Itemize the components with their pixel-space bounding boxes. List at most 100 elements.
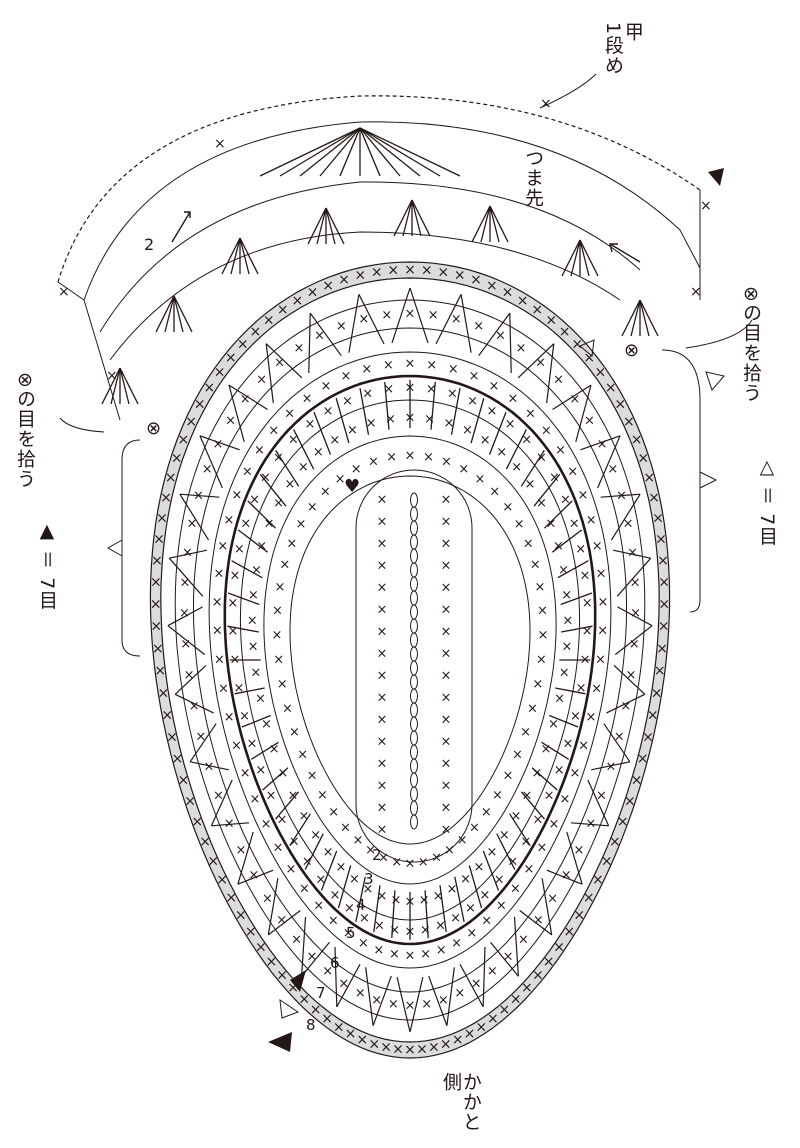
band-stitch: × <box>404 262 416 278</box>
band-stitch: × <box>277 302 289 318</box>
round-stitch: × <box>495 329 506 344</box>
right-count: 7目 <box>755 513 778 547</box>
round-stitch: × <box>299 809 310 824</box>
foundation-stitch: × <box>441 603 452 618</box>
crossed-stitch <box>517 343 555 379</box>
round-stitch: × <box>545 517 556 532</box>
double-crochet-stitch <box>231 560 263 579</box>
round-stitch: × <box>328 805 339 820</box>
round-stitch: × <box>492 788 503 803</box>
double-crochet-stitch <box>247 500 277 529</box>
double-crochet-stitch <box>468 865 483 909</box>
round-stitch: × <box>561 868 572 883</box>
crossed-stitch <box>174 664 207 695</box>
crossed-stitch <box>460 294 472 353</box>
round-stitch: × <box>179 576 190 591</box>
round-stitch: × <box>376 889 387 904</box>
double-crochet-stitch <box>496 833 516 870</box>
band-stitch: × <box>214 365 226 381</box>
crossed-stitch <box>580 435 621 451</box>
round-stitch: × <box>212 595 223 610</box>
round-stitch: × <box>574 843 585 858</box>
instep-left-edge <box>57 281 121 421</box>
row-number-2: 2 <box>372 846 382 864</box>
band-stitch: × <box>255 939 267 955</box>
band-stitch: × <box>637 451 649 467</box>
crossed-stitch <box>267 910 301 936</box>
round-stitch: × <box>474 472 485 487</box>
round-stitch: × <box>569 517 580 532</box>
round-stitch: × <box>424 412 435 427</box>
foundation-stitch: × <box>377 515 388 530</box>
round-stitch: × <box>389 947 400 962</box>
round-stitch: × <box>247 737 258 752</box>
crossed-stitch <box>600 493 641 498</box>
pickup-left-label: ⊗の目を拾う <box>13 372 36 489</box>
double-crochet-stitch <box>337 865 352 909</box>
band-stitch: × <box>647 708 659 724</box>
band-stitch: × <box>624 794 636 810</box>
crossed-stitch <box>372 975 392 1026</box>
round-stitch: × <box>378 851 389 866</box>
band-stitch: × <box>510 992 522 1008</box>
foundation-stitch: × <box>377 647 388 662</box>
round-stitch: × <box>511 809 522 824</box>
foundation-stitch: × <box>377 823 388 838</box>
band-stitch: × <box>470 272 482 288</box>
crossed-stitch <box>169 549 208 559</box>
foundation-stitch: × <box>441 647 452 662</box>
round-stitch: × <box>227 624 238 639</box>
sole-bold-round <box>223 374 597 946</box>
round-stitch: × <box>585 710 596 725</box>
round-stitch: × <box>389 923 400 938</box>
instep-row-outline-2 <box>99 181 641 333</box>
round-stitch: × <box>254 443 265 458</box>
fan-stitch <box>164 295 175 333</box>
fan-stitch <box>630 299 641 337</box>
double-crochet-stitch <box>543 500 573 529</box>
crossed-stitch <box>566 831 583 885</box>
round-stitch: × <box>462 423 473 438</box>
band-stitch: × <box>573 907 585 923</box>
crossed-stitch <box>541 878 553 936</box>
round-stitch: × <box>530 558 541 573</box>
band-stitch: × <box>263 312 275 328</box>
round-stitch: × <box>536 840 547 855</box>
fan-stitch <box>402 199 413 237</box>
fan-stitch <box>325 207 345 245</box>
round-stitch: × <box>627 546 638 561</box>
crossed-stitch <box>267 878 279 936</box>
round-stitch: × <box>317 788 328 803</box>
band-stitch: × <box>199 834 211 850</box>
double-crochet-stitch <box>335 398 350 444</box>
crossed-stitch <box>435 294 462 345</box>
round-stitch: × <box>233 681 244 696</box>
double-crochet-stitch <box>482 850 500 891</box>
round-stitch: × <box>486 845 497 860</box>
round-stitch: × <box>511 460 522 475</box>
round-stitch: × <box>225 413 236 428</box>
fan-stitch <box>480 205 491 243</box>
right-bracket-tip <box>699 471 718 489</box>
fan-stitch <box>411 199 422 237</box>
round-stitch: × <box>547 892 558 907</box>
round-stitch: × <box>288 788 299 803</box>
crossed-stitch <box>334 946 338 1007</box>
toe-fan-stitch <box>359 127 461 177</box>
crossed-stitch <box>490 941 519 977</box>
toe-fan-stitch <box>359 127 441 177</box>
double-crochet-stitch <box>520 791 545 820</box>
round-stitch: × <box>217 539 228 554</box>
round-stitch: × <box>302 855 313 870</box>
round-stitch: × <box>275 580 286 595</box>
crossed-stitch <box>617 606 653 627</box>
round-stitch: × <box>184 668 195 683</box>
filled-triangle-marker <box>708 168 724 186</box>
band-stitch: × <box>559 324 571 340</box>
round-stitch: × <box>322 964 333 979</box>
band-stitch: × <box>454 268 466 284</box>
crossed-stitch <box>613 664 646 695</box>
open-triangle-marker <box>705 371 725 391</box>
band-stitch: × <box>499 1002 511 1018</box>
crossed-stitch <box>597 435 621 489</box>
